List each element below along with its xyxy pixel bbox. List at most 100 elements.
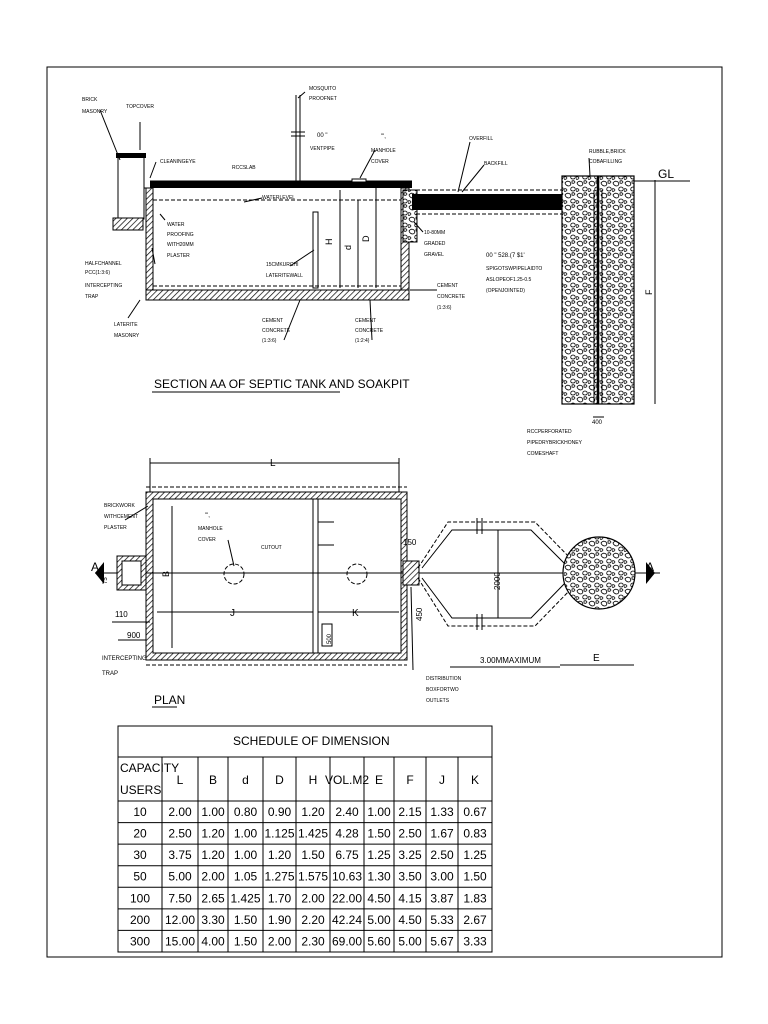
label-cleaning-eye: CLEANINGEYE [160,159,196,165]
table-header-cell: d [242,773,249,787]
table-cell: 22.00 [332,891,362,905]
table-cell: 2.15 [398,805,422,819]
dim-2000: 2000 [493,572,502,590]
table-cell: 3.50 [398,870,422,884]
table-cell: 100 [130,891,150,905]
section-marker-left: A [91,560,99,574]
top-cover [116,153,146,158]
table-cell: 3.75 [168,848,192,862]
plan-manhole-1 [223,563,245,585]
table-cell: 1.00 [234,827,258,841]
table-cell: 2.00 [201,870,225,884]
dim-h: H [324,239,334,246]
table-cell: 1.67 [430,827,454,841]
schedule-title: SCHEDULE OF DIMENSION [233,734,390,748]
label-plan-manhole-mark: "', [205,513,210,519]
table-header-cell: VOL.M2 [325,773,369,787]
rcc-slab [150,181,412,188]
plan-title: PLAN [154,693,185,707]
table-cell: 6.75 [335,848,359,862]
table-cell: 2.40 [335,805,359,819]
table-cell: 2.00 [268,934,292,948]
table-header-cell: E [375,773,383,787]
label-backfill: BACKFILL [484,161,508,167]
table-cell: 1.50 [234,913,258,927]
table-cell: 1.00 [367,805,391,819]
table-cell: 10 [133,805,147,819]
table-cell: 3.25 [398,848,422,862]
table-cell: 30 [133,848,147,862]
table-cell: 4.50 [367,891,391,905]
table-cell: 3.87 [430,891,454,905]
table-header-cell: D [275,773,284,787]
sheet-border [46,66,723,958]
table-cell: 2.50 [430,848,454,862]
tank-floor [145,289,410,301]
label-vent-code: 00 " [317,133,327,139]
section-title: SECTION AA OF SEPTIC TANK AND SOAKPIT [154,377,410,391]
table-cell: 69.00 [332,934,362,948]
table-cell: 3.33 [463,934,487,948]
table-header-cell: J [439,773,445,787]
table-cell: 1.70 [268,891,292,905]
dim-l: L [270,458,276,469]
dim-900: 900 [127,631,141,640]
label-vent-pipe: VENTPIPE [310,146,335,152]
tank-left-wall [145,187,154,301]
label-top-cover: TOPCOVER [126,104,154,110]
table-cell: 42.24 [332,913,362,927]
table-header-cell: K [471,773,479,787]
table-cell: 1.20 [268,848,292,862]
dim-150: 150 [403,538,417,547]
table-cell: 1.83 [463,891,487,905]
table-header-cell: L [177,773,184,787]
table-cell: 1.275 [264,870,294,884]
dim-450: 450 [415,607,424,621]
table-header-cell: F [406,773,413,787]
table-cell: 1.90 [268,913,292,927]
table-cell: 1.50 [367,827,391,841]
section-marker-right: A [646,560,654,574]
table-cell: 2.50 [168,827,192,841]
table-cell: 0.67 [463,805,487,819]
table-cell: 2.30 [301,934,325,948]
table-cell: 1.20 [201,827,225,841]
table-cell: 2.50 [398,827,422,841]
plan-manhole-2 [346,563,368,585]
dim-max-distance: 3.00MMAXIMUM [480,656,541,665]
table-cell: 5.00 [398,934,422,948]
label-overfill: OVERFILL [469,136,493,142]
table-cell: 1.00 [234,848,258,862]
label-pipe-code: 00 " 528.(7 $1' [486,253,525,259]
table-cell: 3.30 [201,913,225,927]
table-cell: 2.00 [301,891,325,905]
table-cell: 1.50 [463,870,487,884]
outlet-pipe [412,194,564,210]
table-cell: 0.80 [234,805,258,819]
table-cell: 1.25 [463,848,487,862]
table-cell: 1.425 [298,827,328,841]
table-cell: 10.63 [332,870,362,884]
table-cell: 200 [130,913,150,927]
table-cell: 12.00 [165,913,195,927]
table-cell: 2.65 [201,891,225,905]
label-rcc-slab: RCCSLAB [232,165,256,171]
intercepting-trap-chamber [117,156,145,220]
label-gl: GL [658,167,674,181]
table-cell: 4.00 [201,934,225,948]
table-cell: 4.50 [398,913,422,927]
